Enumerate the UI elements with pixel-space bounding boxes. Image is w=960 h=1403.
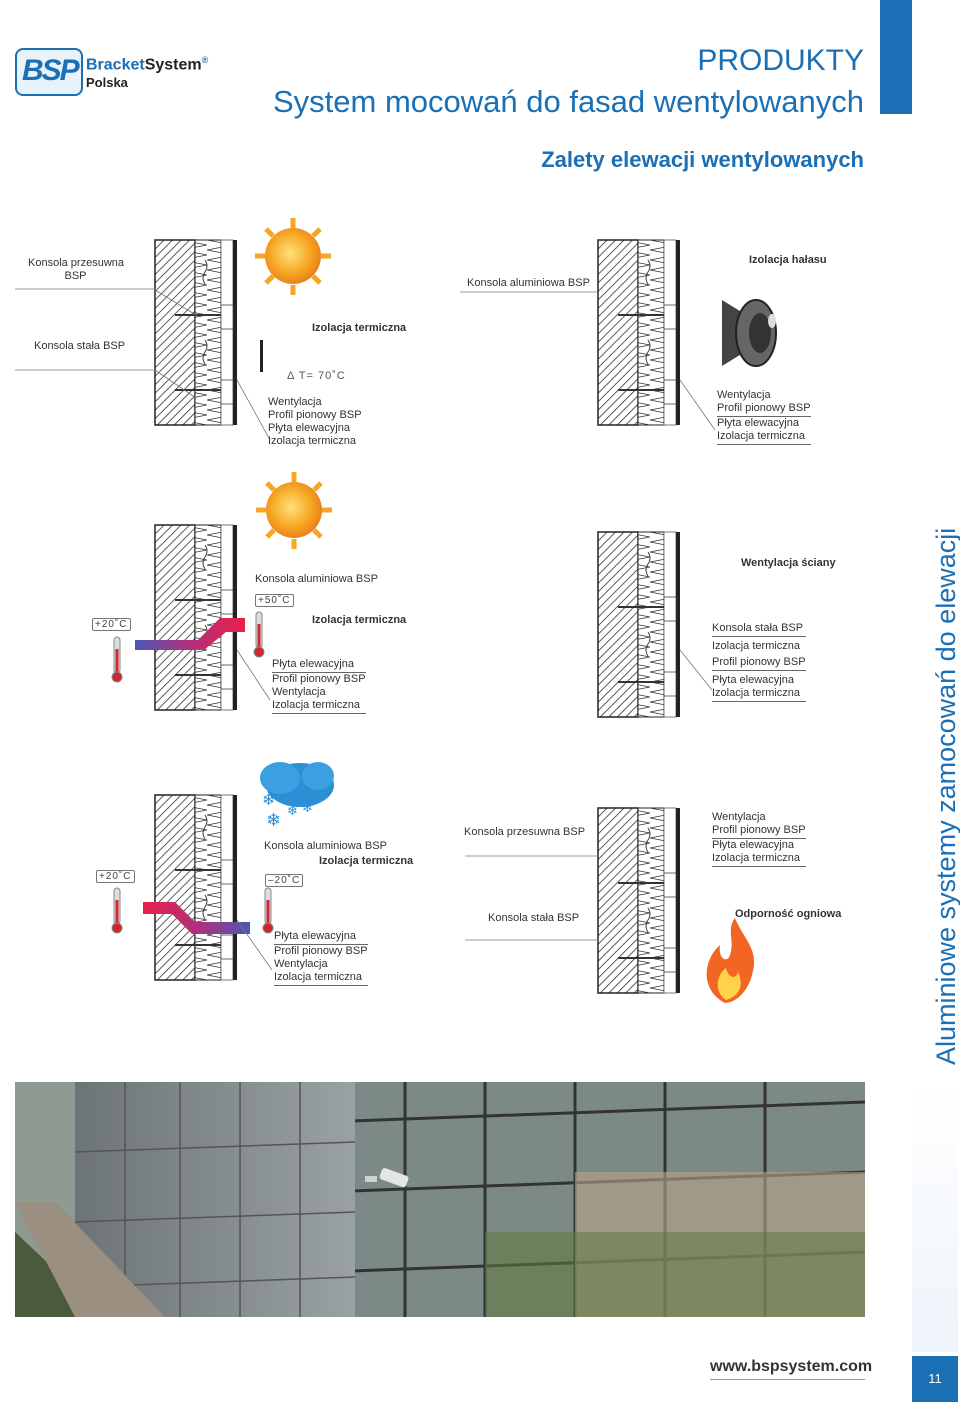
r3-fixed: Konsola stała BSP: [488, 912, 580, 924]
brand-name: BracketSystem®: [86, 55, 209, 74]
r2-heading: Wentylacja ściany: [741, 557, 836, 569]
page-title: System mocowań do fasad wentylowanych: [272, 84, 864, 119]
cold-flow: [143, 902, 250, 934]
wall-diagram-2: [154, 524, 238, 711]
thermometer-icon: [111, 636, 123, 683]
sun-icon: [256, 472, 332, 549]
r3-slide: Konsola przesuwna BSP: [464, 826, 586, 838]
page-subtitle: Zalety elewacji wentylowanych: [541, 147, 864, 172]
d3-heading: Izolacja termiczna: [319, 855, 414, 867]
cloud-snow-icon: ❄ ❄ ❄ ❄: [260, 762, 334, 830]
svg-text:❄: ❄: [287, 803, 298, 818]
brand-sub: Polska: [86, 75, 128, 90]
speaker-icon: [722, 299, 777, 367]
wall-diagram-4: [597, 239, 681, 426]
d2-heading: Izolacja termiczna: [312, 614, 407, 626]
r2-labels: Konsola stała BSP Izolacja termiczna Pro…: [712, 622, 806, 702]
thermometer-icon: [262, 887, 274, 934]
facade-photo: [15, 1082, 865, 1317]
d2-temp-in: +20˚C: [92, 618, 131, 631]
svg-text:❄: ❄: [302, 800, 313, 815]
page-number: 11: [912, 1356, 958, 1402]
r3-heading: Odporność ogniowa: [735, 908, 842, 920]
svg-text:❄: ❄: [266, 810, 281, 830]
footer-url[interactable]: www.bspsystem.com: [710, 1358, 873, 1375]
d1-heading: Izolacja termiczna: [312, 322, 407, 334]
r1-heading: Izolacja hałasu: [749, 254, 827, 266]
d3-konsola: Konsola aluminiowa BSP: [264, 840, 387, 852]
top-accent-bar: [880, 0, 912, 114]
label-fixed: Konsola stała BSP: [34, 340, 126, 352]
r1-konsola: Konsola aluminiowa BSP: [467, 277, 590, 289]
section-title: PRODUKTY: [697, 44, 864, 77]
svg-text:❄: ❄: [262, 792, 275, 809]
logo-text: BSP: [22, 54, 80, 87]
thermometer-icon: [111, 887, 123, 934]
wall-diagram-6: [597, 807, 681, 994]
label-slide: Konsola przesuwna BSP: [28, 257, 125, 282]
d1-labels: Wentylacja Profil pionowy BSP Płyta elew…: [268, 396, 362, 447]
r1-labels: Wentylacja Profil pionowy BSP Płyta elew…: [717, 389, 811, 445]
d3-temp-out: –20˚C: [265, 874, 304, 887]
d2-labels: Płyta elewacyjna Profil pionowy BSP Went…: [272, 658, 366, 714]
wall-diagram-1: [154, 239, 238, 426]
r3-labels: Wentylacja Profil pionowy BSP Płyta elew…: [712, 811, 806, 867]
marker-bar: [260, 340, 263, 372]
d2-temp-out: +50˚C: [255, 594, 294, 607]
wall-diagram-5: [597, 531, 681, 718]
wall-diagram-3: [154, 794, 238, 981]
footer-divider: [710, 1379, 865, 1380]
d2-konsola: Konsola aluminiowa BSP: [255, 573, 378, 585]
diagrams: ❄ ❄ ❄ ❄: [15, 218, 777, 1003]
sun-icon: [255, 218, 331, 295]
d3-labels: Płyta elewacyjna Profil pionowy BSP Went…: [274, 930, 368, 986]
d1-delta: Δ T= 70˚C: [287, 370, 346, 382]
sidebar-strip: [912, 1082, 958, 1352]
facade-photo-art: [15, 1082, 865, 1317]
logo: BSP: [15, 48, 83, 96]
flame-icon: [706, 918, 755, 1003]
thermometer-icon: [253, 611, 265, 658]
d3-temp-in: +20˚C: [96, 870, 135, 883]
heat-flow: [135, 618, 245, 650]
sidebar-vertical-text: Aluminiowe systemy zamocowań do elewacji: [931, 527, 960, 1065]
